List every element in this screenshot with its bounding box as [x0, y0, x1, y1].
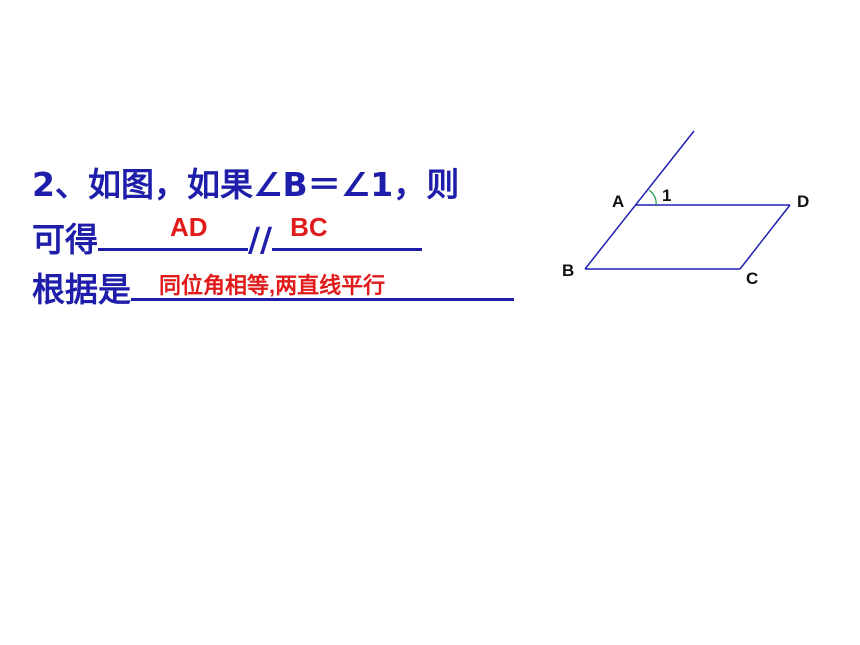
problem-line-2: 可得 AD // BC — [32, 210, 552, 260]
label-a: A — [612, 192, 624, 211]
reason-prefix: 根据是 — [32, 270, 131, 309]
problem-line-1: 2、如图，如果∠B＝∠1，则 — [32, 160, 552, 210]
segment-cd — [739, 204, 791, 270]
conclusion-prefix: 可得 — [32, 220, 98, 259]
label-d: D — [797, 192, 809, 211]
problem-text: 2、如图，如果∠B＝∠1，则 可得 AD // BC 根据是 同位角相等,两直线平行 — [32, 160, 552, 310]
blank-reason: 同位角相等,两直线平行 — [131, 260, 514, 301]
label-angle-1: 1 — [662, 186, 671, 205]
label-c: C — [746, 269, 758, 288]
transversal-line — [584, 130, 695, 270]
answer-second-line: BC — [290, 212, 328, 242]
answer-reason: 同位角相等,两直线平行 — [159, 273, 386, 298]
answer-first-line: AD — [170, 212, 208, 242]
label-b: B — [562, 261, 574, 280]
blank-second-line: BC — [272, 210, 423, 251]
blank-first-line: AD — [98, 210, 248, 251]
angle-1-arc — [648, 189, 657, 206]
problem-line-3: 根据是 同位角相等,两直线平行 — [32, 260, 552, 310]
problem-statement: 2、如图，如果∠B＝∠1，则 — [32, 165, 460, 204]
parallel-symbol: // — [248, 220, 273, 259]
